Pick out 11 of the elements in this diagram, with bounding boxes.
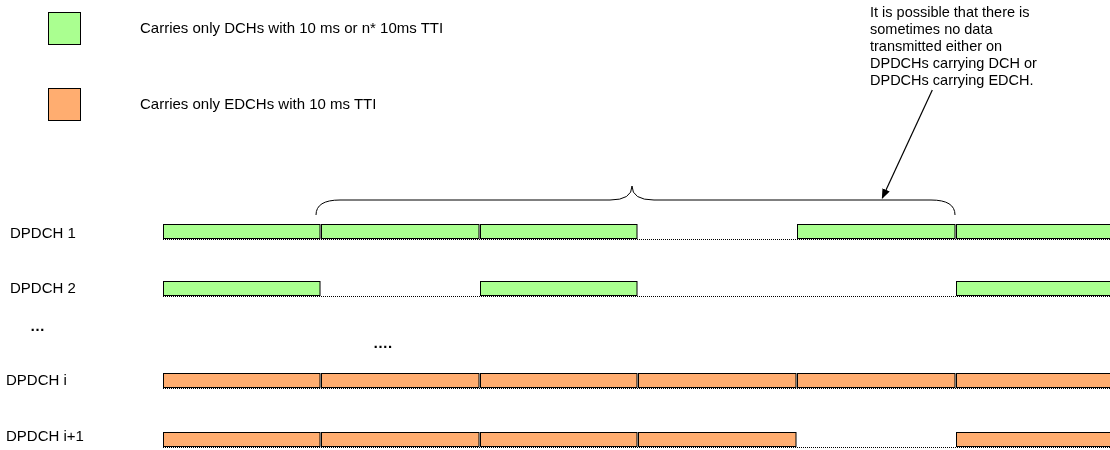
channel-label: DPDCH i — [6, 371, 67, 388]
curly-brace — [315, 185, 956, 216]
legend-text: Carries only DCHs with 10 ms or n* 10ms TTI — [140, 19, 444, 36]
ellipsis: … — [30, 317, 45, 334]
channel-label: DPDCH 2 — [10, 279, 76, 296]
channel-label: DPDCH 1 — [10, 224, 76, 241]
ellipsis: …. — [373, 334, 393, 351]
arrow — [881, 89, 933, 199]
channel-label: DPDCH i+1 — [6, 427, 84, 444]
legend-text: Carries only EDCHs with 10 ms TTI — [140, 95, 377, 112]
note-text: It is possible that there is sometimes no data transmitted either on DPDCHs carrying DCH or DPDCHs carrying EDCH. — [870, 4, 1048, 89]
